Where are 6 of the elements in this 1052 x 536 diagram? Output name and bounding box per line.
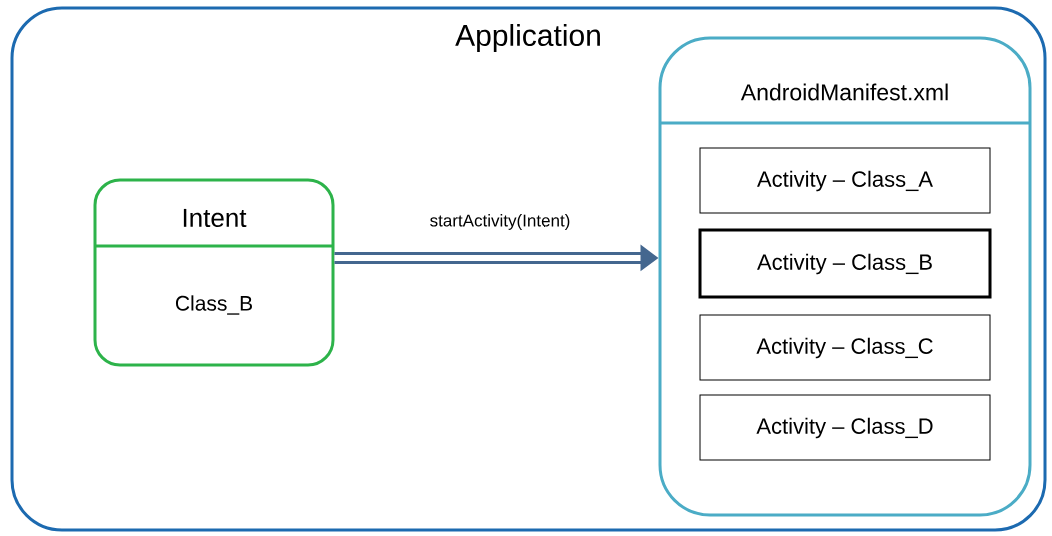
activity-box: Activity – Class_A bbox=[699, 147, 991, 214]
edge-label: startActivity(Intent) bbox=[428, 213, 572, 231]
activity-box: Activity – Class_D bbox=[699, 394, 991, 461]
activity-box: Activity – Class_B bbox=[698, 228, 992, 299]
activity-box: Activity – Class_C bbox=[699, 314, 991, 381]
intent-box: Intent Class_B bbox=[93, 178, 335, 367]
